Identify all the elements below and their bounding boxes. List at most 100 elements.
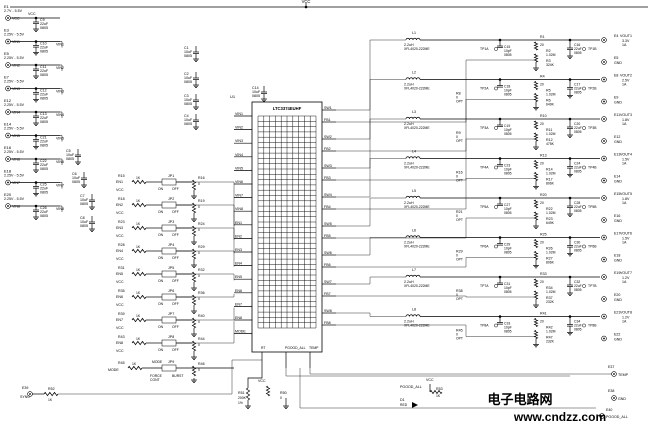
cap-ref: C4 xyxy=(184,114,189,118)
resistor-ref: R46 xyxy=(198,362,205,366)
resistor-value: 0 xyxy=(198,368,200,372)
jack-ref: E9 xyxy=(614,96,618,100)
inductor-ref: L8 xyxy=(412,308,416,312)
resistor-symbol xyxy=(131,179,147,185)
cap-value: 10uF xyxy=(66,153,75,157)
cap-package: 0805 xyxy=(40,120,48,124)
testpoint-label: TP3B xyxy=(588,126,597,130)
output-voltage: 1.8V xyxy=(622,197,630,201)
resistor-ref: R33 xyxy=(540,272,547,276)
cap-ref: C34 xyxy=(574,320,580,324)
cap-value: 22uF xyxy=(40,93,49,97)
enable-net-label: EN6 xyxy=(116,295,123,299)
inductor-ref: L4 xyxy=(412,150,416,154)
jack-center xyxy=(603,219,605,221)
cap-ref: C28 xyxy=(574,201,580,205)
resistor-symbol xyxy=(533,278,539,288)
capacitor-symbol xyxy=(193,77,199,80)
testpoint-ring xyxy=(582,205,586,209)
wire xyxy=(336,276,406,285)
enable-net-label: EN5 xyxy=(116,272,123,276)
ic-pin-label: FB4 xyxy=(324,205,331,209)
inductor-value: 2.2uH xyxy=(404,83,414,87)
ground-icon xyxy=(193,105,199,110)
jack-ref: E8 xyxy=(614,74,618,78)
output-current: 1A xyxy=(622,162,627,166)
inductor-value: 2.2uH xyxy=(404,280,414,284)
resistor-ref: R31 xyxy=(118,266,125,270)
output-net-label: VOUT6 xyxy=(620,232,632,236)
cap-package: 0805 xyxy=(574,209,582,213)
cap-package: 0805 xyxy=(40,191,48,195)
ground-icon xyxy=(533,224,539,229)
vcc-label: VCC xyxy=(116,211,124,215)
cap-ref: C24 xyxy=(574,162,580,166)
jack-center xyxy=(613,373,615,375)
jumper-force-label: FORCE xyxy=(150,374,163,378)
input-voltage-range: 2.25V - 5.5V xyxy=(4,174,25,178)
cap-package: 0805 xyxy=(40,144,48,148)
wire xyxy=(336,99,536,152)
ground-icon xyxy=(89,205,95,210)
jack-center xyxy=(603,197,605,199)
inductor-value: 2.2uH xyxy=(404,241,414,245)
resistor-ref: R25 xyxy=(540,233,547,237)
resistor-symbol xyxy=(533,251,539,260)
testpoint-ring xyxy=(582,244,586,249)
capacitor-symbol xyxy=(497,85,503,88)
ground-icon xyxy=(191,263,197,268)
resistor-ref: R9 xyxy=(456,131,461,135)
resistor-ref: R2 xyxy=(546,49,551,53)
inductor-ref: L2 xyxy=(412,71,416,75)
resistor-value: 1K xyxy=(136,176,141,180)
resistor-symbol xyxy=(191,294,197,306)
resistor-symbol xyxy=(533,132,539,142)
resistor-symbol xyxy=(533,41,539,51)
gnd-label: GND xyxy=(614,61,622,65)
capacitor-symbol xyxy=(33,45,39,48)
cap-value: 22uF xyxy=(40,140,49,144)
cap-package: 0805 xyxy=(574,328,582,332)
wire xyxy=(336,324,536,337)
testpoint-icon xyxy=(582,205,586,209)
jack-center xyxy=(603,298,605,300)
jack-icon xyxy=(611,395,617,401)
cap-ref: C30 xyxy=(574,241,580,245)
testpoint-icon xyxy=(582,86,586,91)
enable-net-label: EN3 xyxy=(116,226,123,230)
jack-ref: E5 xyxy=(614,56,618,60)
cap-value: 10pF xyxy=(504,326,512,330)
capacitor-symbol xyxy=(567,245,573,248)
testpoint-icon xyxy=(494,244,498,249)
testpoint-label: TP7B xyxy=(588,284,597,288)
input-voltage-range: 2.25V - 5.5V xyxy=(4,103,25,107)
jack-center xyxy=(7,181,9,184)
wire xyxy=(176,181,235,226)
ic-pin-label: TEMP xyxy=(309,346,319,350)
capacitor-symbol xyxy=(567,126,573,129)
jack-ref: E4 xyxy=(614,34,618,38)
ground-icon xyxy=(33,168,39,173)
resistor-symbol xyxy=(43,391,59,397)
cap-value: 10uF xyxy=(80,220,89,224)
inductor-coil xyxy=(405,235,421,238)
testpoint-label: TP7A xyxy=(480,284,489,288)
cap-value: 22uF xyxy=(574,205,582,209)
ic-u1: U1LTC3374EUHFVIN1VIN2VIN3VIN4VIN5VIN6VIN… xyxy=(230,94,336,368)
ground-icon xyxy=(193,57,199,62)
ground-icon xyxy=(81,183,87,188)
wire xyxy=(191,317,197,329)
jumper-body xyxy=(161,293,177,301)
testpoint-ring xyxy=(494,244,498,249)
jack-ref: E20 xyxy=(614,293,620,297)
cap-ref: C18 xyxy=(504,85,510,89)
resistor-value: 1.02M xyxy=(546,132,556,136)
cap-value: 10pF xyxy=(504,247,512,251)
wire xyxy=(131,294,147,300)
jack-ref: E40 xyxy=(606,408,612,412)
output-current: 1A xyxy=(622,320,627,324)
